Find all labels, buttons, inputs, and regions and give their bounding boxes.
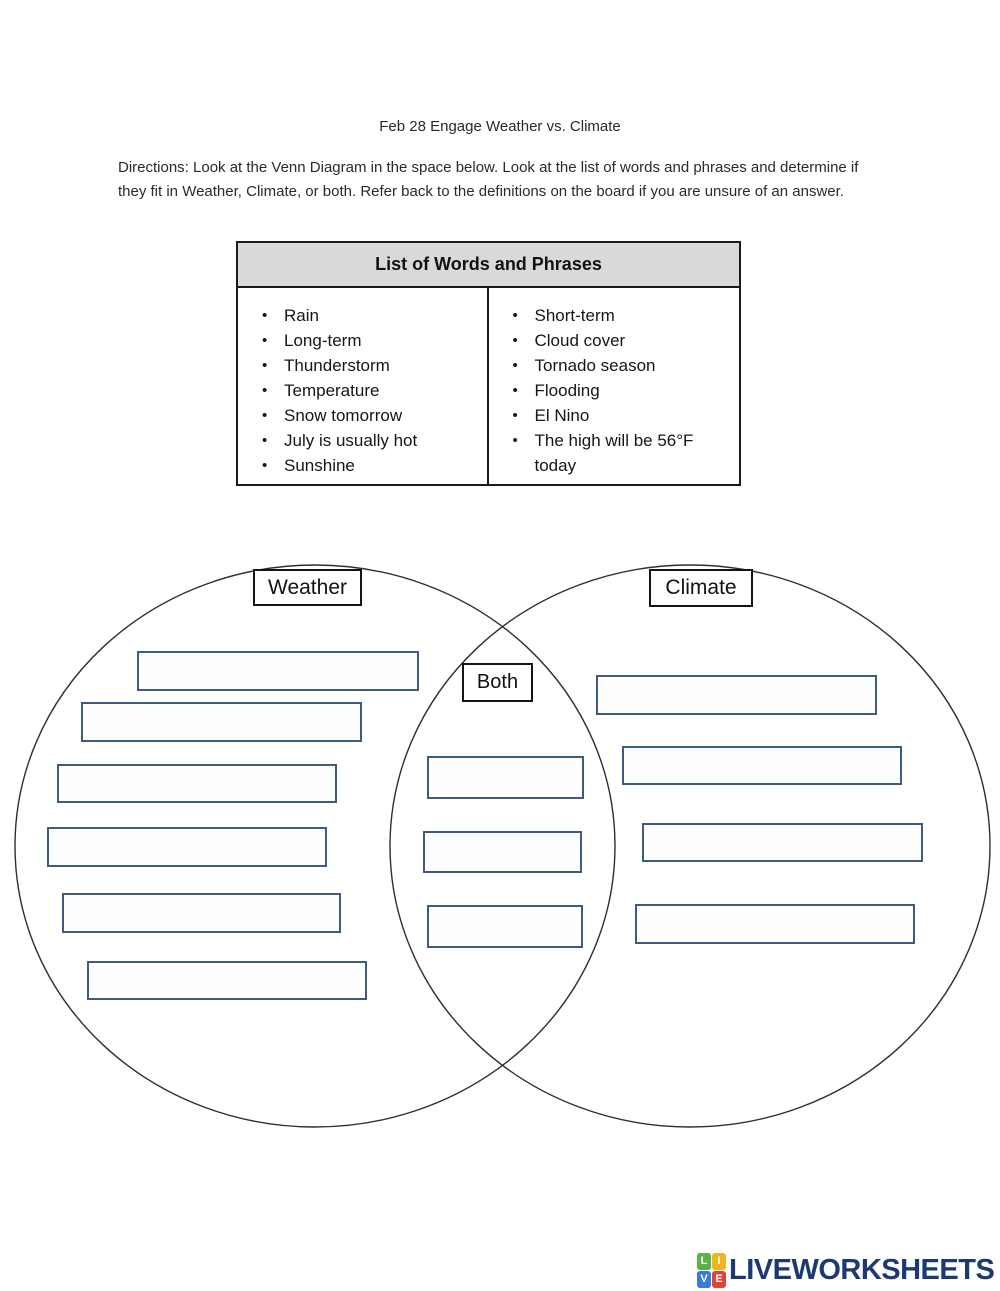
word-item: Sunshine <box>260 453 481 478</box>
answer-slot-weather-6[interactable] <box>87 961 367 1000</box>
answer-slot-both-3[interactable] <box>427 905 583 948</box>
weather-label: Weather <box>253 569 362 606</box>
answer-slot-weather-5[interactable] <box>62 893 341 933</box>
logo-cell-l: L <box>697 1252 711 1270</box>
answer-slot-climate-3[interactable] <box>642 823 923 862</box>
word-list-header: List of Words and Phrases <box>238 243 739 288</box>
logo-cell-e: E <box>712 1270 726 1288</box>
answer-slot-weather-3[interactable] <box>57 764 337 803</box>
word-list-left-column: Rain Long-term Thunderstorm Temperature … <box>238 288 489 484</box>
climate-label: Climate <box>649 569 753 607</box>
logo-cell-v: V <box>697 1270 711 1288</box>
liveworksheets-logo: L I V E LIVEWORKSHEETS <box>697 1251 995 1289</box>
weather-circle <box>14 564 616 1128</box>
word-item: Snow tomorrow <box>260 403 481 428</box>
answer-slot-weather-1[interactable] <box>137 651 419 691</box>
word-list-body: Rain Long-term Thunderstorm Temperature … <box>238 288 739 484</box>
word-item: Temperature <box>260 378 481 403</box>
word-item: Rain <box>260 303 481 328</box>
liveworksheets-wordmark: LIVEWORKSHEETS <box>729 1253 995 1286</box>
word-list-table: List of Words and Phrases Rain Long-term… <box>236 241 741 486</box>
directions-text: Directions: Look at the Venn Diagram in … <box>118 159 859 200</box>
word-item: July is usually hot <box>260 428 481 453</box>
answer-slot-both-2[interactable] <box>423 831 582 873</box>
logo-cell-i: I <box>712 1252 726 1270</box>
venn-diagram <box>14 564 991 1128</box>
answer-slot-weather-4[interactable] <box>47 827 327 867</box>
word-item: The high will be 56°F today <box>511 428 734 478</box>
word-item: Long-term <box>260 328 481 353</box>
word-item: Flooding <box>511 378 734 403</box>
word-item: Cloud cover <box>511 328 734 353</box>
word-item: El Nino <box>511 403 734 428</box>
liveworksheets-grid-icon: L I V E <box>697 1252 726 1288</box>
answer-slot-weather-2[interactable] <box>81 702 362 742</box>
answer-slot-climate-1[interactable] <box>596 675 877 715</box>
answer-slot-climate-2[interactable] <box>622 746 902 785</box>
word-item: Tornado season <box>511 353 734 378</box>
word-item: Short-term <box>511 303 734 328</box>
both-label: Both <box>462 663 533 702</box>
word-list-right-column: Short-term Cloud cover Tornado season Fl… <box>489 288 740 484</box>
word-item: Thunderstorm <box>260 353 481 378</box>
page-title: Feb 28 Engage Weather vs. Climate <box>379 118 621 135</box>
answer-slot-climate-4[interactable] <box>635 904 915 944</box>
answer-slot-both-1[interactable] <box>427 756 584 799</box>
climate-circle <box>389 564 991 1128</box>
